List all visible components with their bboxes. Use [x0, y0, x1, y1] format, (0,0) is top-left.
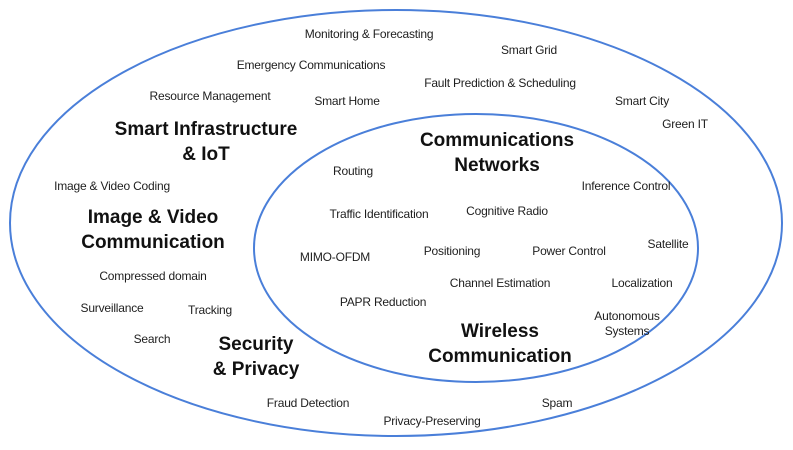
inner-ellipse	[253, 113, 699, 383]
heading-line: Networks	[454, 155, 540, 176]
topic-smart-city: Smart City	[614, 94, 670, 108]
topic-compressed-domain: Compressed domain	[99, 269, 207, 283]
heading-wireless-communication: Wireless Communication	[428, 319, 572, 369]
topic-monitoring: Monitoring & Forecasting	[304, 27, 434, 41]
heading-line: Communications	[419, 130, 575, 151]
topic-routing: Routing	[333, 164, 373, 178]
heading-communications-networks: Communications Networks	[420, 128, 574, 178]
heading-line: & Privacy	[212, 359, 300, 380]
topic-line: Systems	[604, 324, 650, 338]
heading-line: Wireless	[461, 321, 539, 342]
topic-privacy-preserving: Privacy-Preserving	[383, 414, 481, 428]
topic-green-it: Green IT	[662, 117, 708, 131]
topic-smart-home: Smart Home	[314, 94, 380, 108]
heading-security-privacy: Security & Privacy	[213, 332, 300, 382]
heading-line: & IoT	[182, 144, 230, 165]
topic-mimo-ofdm: MIMO-OFDM	[299, 250, 371, 264]
heading-line: Communication	[428, 346, 572, 367]
topic-power-control: Power Control	[532, 244, 606, 258]
topic-image-coding: Image & Video Coding	[54, 179, 170, 193]
topic-fraud-detection: Fraud Detection	[266, 396, 350, 410]
heading-smart-infrastructure: Smart Infrastructure & IoT	[115, 117, 298, 167]
heading-image-video: Image & Video Communication	[81, 205, 225, 255]
topic-spam: Spam	[541, 396, 573, 410]
topic-smart-grid: Smart Grid	[500, 43, 558, 57]
topic-line: Autonomous	[594, 309, 660, 323]
heading-line: Image & Video	[87, 207, 219, 228]
heading-line: Smart Infrastructure	[114, 119, 298, 140]
topic-emergency: Emergency Communications	[236, 58, 386, 72]
topic-surveillance: Surveillance	[80, 301, 144, 315]
topic-satellite: Satellite	[647, 237, 689, 251]
topic-resource-management: Resource Management	[149, 89, 271, 103]
topic-tracking: Tracking	[188, 303, 232, 317]
heading-line: Communication	[81, 232, 225, 253]
topic-channel-estimation: Channel Estimation	[449, 276, 551, 290]
topic-traffic-identification: Traffic Identification	[329, 207, 429, 221]
topic-positioning: Positioning	[423, 244, 481, 258]
topic-fault-prediction: Fault Prediction & Scheduling	[424, 76, 576, 90]
heading-line: Security	[218, 334, 294, 355]
topic-cognitive-radio: Cognitive Radio	[466, 204, 548, 218]
topic-papr-reduction: PAPR Reduction	[339, 295, 427, 309]
topic-localization: Localization	[611, 276, 673, 290]
topic-inference-control: Inference Control	[581, 179, 671, 193]
topic-search: Search	[133, 332, 171, 346]
outer-ellipse	[9, 9, 783, 437]
topic-autonomous-systems: Autonomous Systems	[594, 309, 660, 339]
